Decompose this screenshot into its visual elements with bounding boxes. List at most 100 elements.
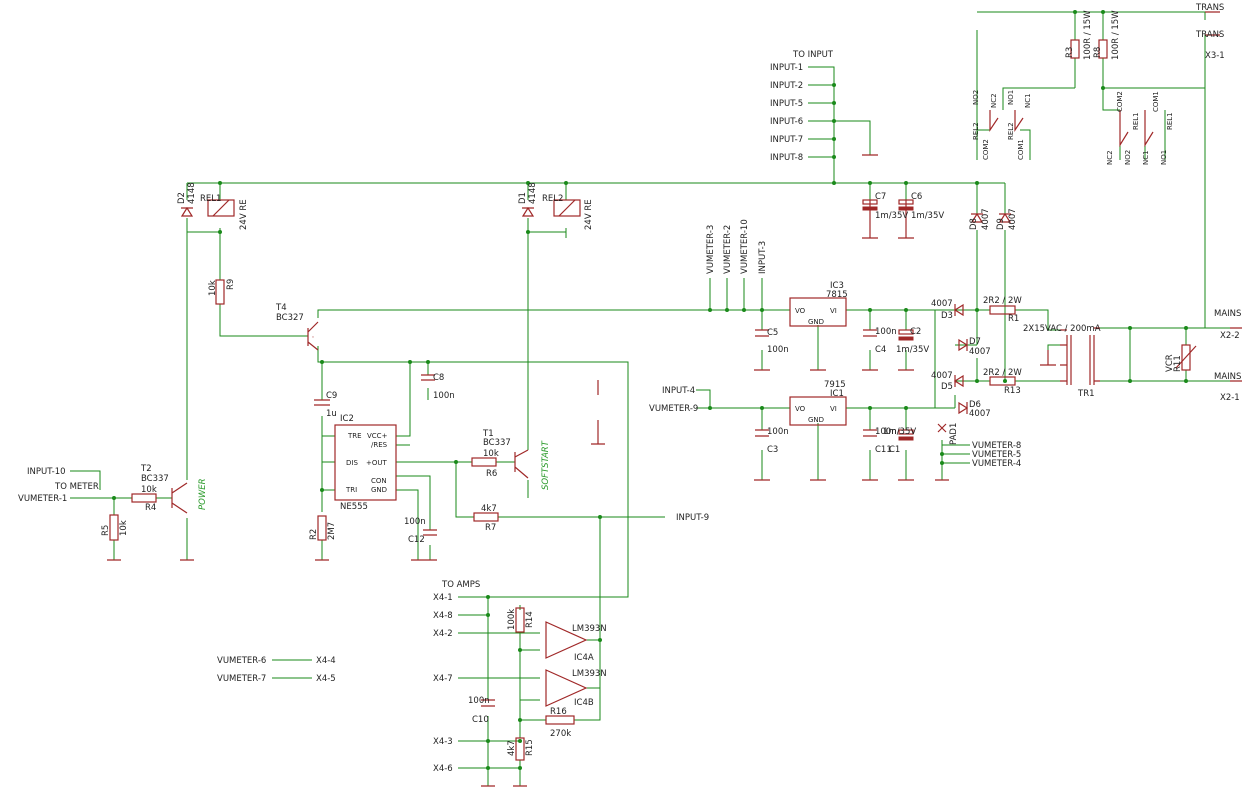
label-mains-1: MAINS: [1214, 309, 1241, 319]
part-rel1: REL1: [200, 194, 221, 204]
part-t4-value: BC327: [276, 313, 304, 323]
part-r13-value: 2R2 / 2W: [983, 368, 1022, 378]
part-r14: R14: [525, 611, 535, 628]
label-vumeter-9: VUMETER-9: [649, 404, 698, 414]
part-r1-value: 2R2 / 2W: [983, 296, 1022, 306]
part-d7: D7: [969, 337, 981, 347]
part-rel1-value: 24V RE: [239, 199, 249, 230]
part-ic3: IC3: [830, 281, 844, 291]
part-lm393-a: LM393N: [572, 624, 607, 634]
pin-out: +OUT: [366, 459, 387, 467]
pin-no1: NO1: [1007, 90, 1015, 105]
label-input-7: INPUT-7: [770, 135, 803, 145]
label-input-6: INPUT-6: [770, 117, 803, 127]
pin-gnd: GND: [371, 486, 387, 494]
pin-gnd-ic1: GND: [808, 416, 824, 424]
wires: [70, 11, 1230, 786]
part-r8: R8: [1093, 47, 1103, 58]
pin-com2-b: COM2: [1116, 91, 1124, 112]
part-d8: D8: [969, 218, 979, 230]
label-softstart: SOFTSTART: [541, 440, 551, 490]
part-c10: C10: [472, 715, 489, 725]
part-c3: C3: [767, 445, 778, 455]
part-d3-value: 4007: [931, 299, 953, 309]
part-d8-value: 4007: [981, 208, 991, 230]
junctions: [112, 10, 1188, 770]
pin-nc2-b: NC2: [1106, 150, 1114, 165]
pin-rel2-a: REL2: [972, 122, 980, 140]
label-power: POWER: [198, 478, 208, 510]
part-ic2-value: NE555: [340, 502, 368, 512]
part-r14-value: 100k: [507, 609, 517, 630]
part-rel2: REL2: [542, 194, 563, 204]
pin-rel2-b: REL2: [1007, 122, 1015, 140]
part-r16-value: 270k: [550, 729, 571, 739]
part-c4: C4: [875, 345, 886, 355]
pin-nc1-b: NC1: [1142, 150, 1150, 165]
part-r15-value: 4k7: [507, 740, 517, 756]
pin-no2-b: NO2: [1124, 150, 1132, 165]
pin-com1: COM1: [1017, 139, 1025, 160]
part-r1: R1: [1008, 314, 1019, 324]
part-c8: C8: [433, 373, 444, 383]
part-d5-value: 4007: [931, 371, 953, 381]
part-vcr: VCR: [1165, 354, 1175, 372]
part-r7: R7: [485, 523, 496, 533]
ground-symbols: [107, 154, 1056, 787]
components: [109, 11, 1242, 761]
label-x4-3: X4-3: [433, 737, 453, 747]
part-r4: R4: [145, 503, 156, 513]
part-d1: D1: [518, 192, 528, 204]
pin-com2: COM2: [982, 139, 990, 160]
label-input-10: INPUT-10: [27, 467, 66, 477]
label-x4-7: X4-7: [433, 674, 453, 684]
part-d6: D6: [969, 400, 981, 410]
pin-no2: NO2: [972, 90, 980, 105]
part-d3: D3: [941, 311, 953, 321]
label-vumeter-10: VUMETER-10: [740, 219, 750, 274]
label-x4-4: X4-4: [316, 656, 336, 666]
part-ic1-value: 7915: [824, 380, 846, 390]
part-c7-value: 1m/35V: [875, 211, 908, 221]
part-d6-value: 4007: [969, 409, 991, 419]
part-d9-value: 4007: [1008, 208, 1018, 230]
pin-vo: VO: [795, 307, 806, 315]
label-vumeter-4: VUMETER-4: [972, 459, 1021, 469]
part-ic4b: IC4B: [574, 698, 594, 708]
part-d2-value: 4148: [187, 182, 197, 204]
label-vumeter-1: VUMETER-1: [18, 494, 67, 504]
pin-res: /RES: [371, 441, 388, 449]
part-c9-value: 1u: [326, 409, 337, 419]
label-vumeter-6: VUMETER-6: [217, 656, 266, 666]
part-r2: R2: [309, 529, 319, 540]
part-r5-value: 10k: [119, 520, 129, 536]
label-vumeter-7: VUMETER-7: [217, 674, 266, 684]
part-tr1: TR1: [1077, 389, 1095, 399]
part-t1-value: BC337: [483, 438, 511, 448]
part-d7-value: 4007: [969, 347, 991, 357]
pin-rel1-b: REL1: [1166, 112, 1174, 130]
pin-com1-b: COM1: [1152, 91, 1160, 112]
label-trans-1: TRANS: [1195, 3, 1224, 13]
label-vumeter-2: VUMETER-2: [723, 225, 733, 274]
part-labels: D2 4148 REL1 24V RE D1 4148 REL2 24V RE …: [101, 10, 1183, 756]
part-c5-value: 100n: [767, 345, 789, 355]
part-c1-value: 1m/35V: [883, 427, 916, 437]
pin-labels: TRE VCC+ /RES DIS +OUT TRI CON GND REL2 …: [345, 90, 1174, 494]
label-x4-8: X4-8: [433, 611, 453, 621]
pin-rel1-a: REL1: [1132, 112, 1140, 130]
part-c6-value: 1m/35V: [911, 211, 944, 221]
part-d5: D5: [941, 382, 953, 392]
part-ic3-value: 7815: [826, 290, 848, 300]
part-pad1: PAD1: [949, 423, 959, 445]
pin-nc2: NC2: [990, 93, 998, 108]
part-c11: C11: [875, 445, 892, 455]
part-c8-value: 100n: [433, 391, 455, 401]
part-ic1: IC1: [830, 389, 844, 399]
part-r4-value: 10k: [141, 485, 157, 495]
part-r2-value: 2M7: [327, 522, 337, 540]
part-c3-value: 100n: [767, 427, 789, 437]
part-r7-value: 4k7: [481, 504, 497, 514]
pin-dis: DIS: [346, 459, 358, 467]
label-input-5: INPUT-5: [770, 99, 803, 109]
